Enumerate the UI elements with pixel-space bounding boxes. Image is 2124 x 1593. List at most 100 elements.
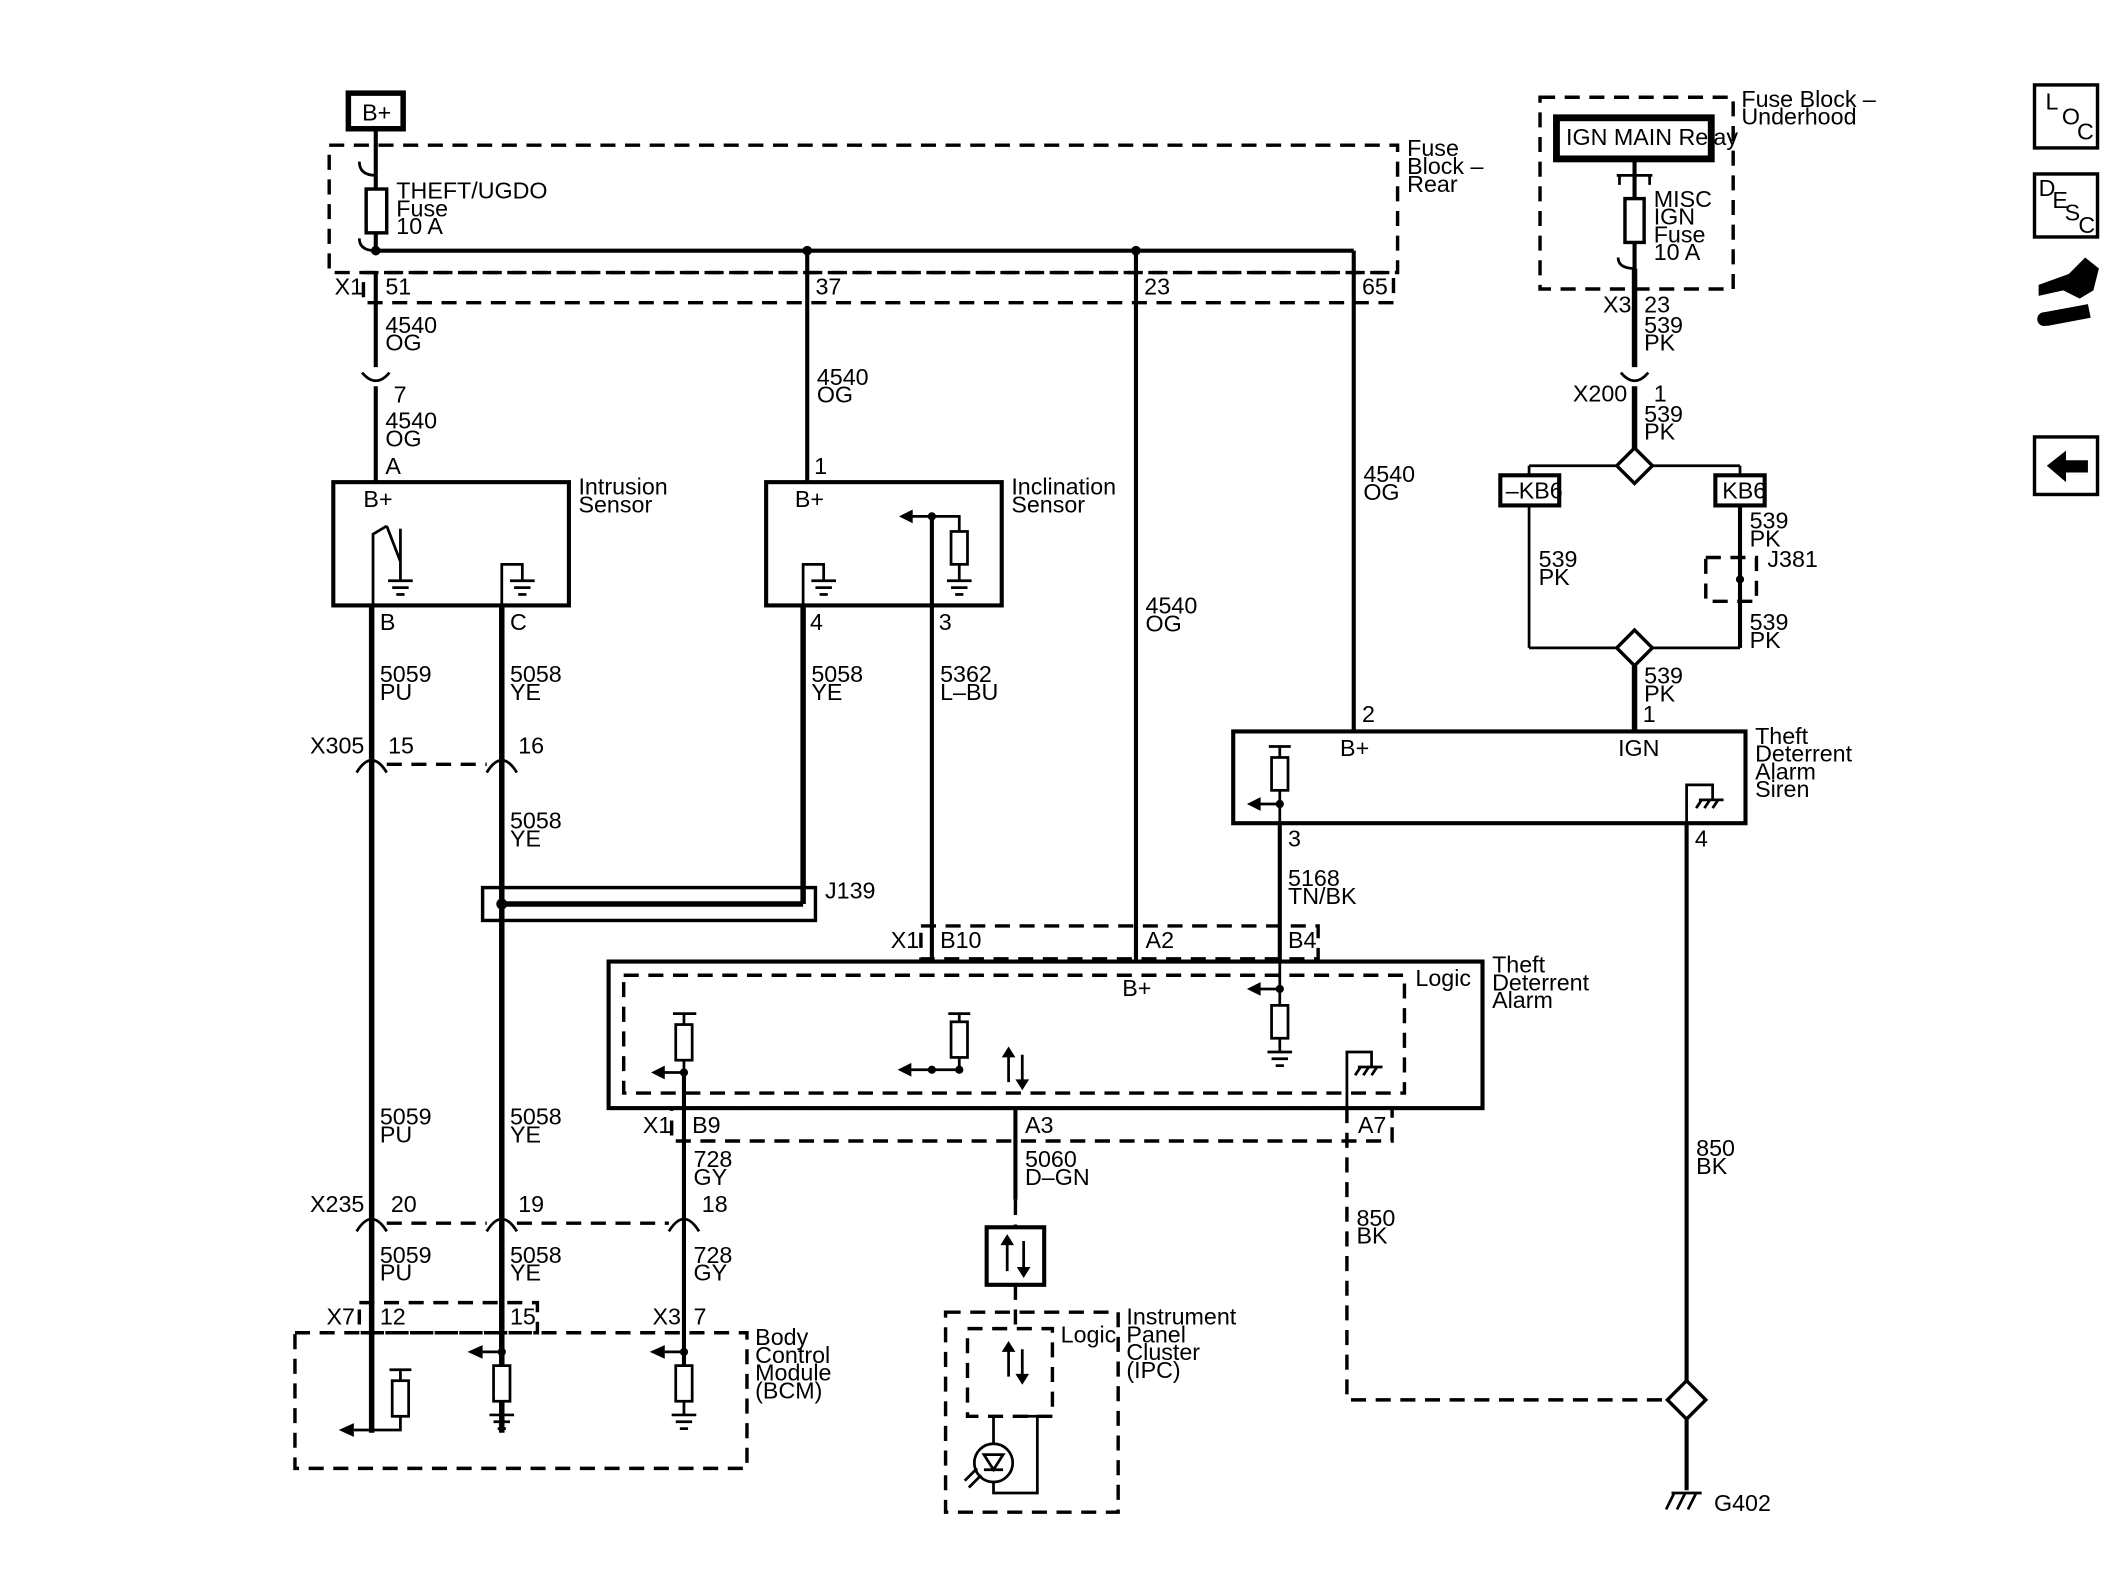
- tools-icon[interactable]: [2037, 257, 2099, 326]
- pin-3-incl: 3: [939, 609, 952, 635]
- pin-51: 51: [385, 273, 411, 299]
- x3-underhood-label: X3: [1603, 291, 1631, 317]
- kb6-label: KB6: [1722, 478, 1766, 504]
- wire-5168-label: 5168: [1288, 865, 1340, 891]
- desc-letter-s: S: [2065, 200, 2081, 226]
- desc-button[interactable]: D E S C: [2032, 172, 2100, 239]
- siren-label-4: Siren: [1755, 776, 1809, 802]
- wire-4540-label: 4540: [385, 312, 437, 338]
- pin-b: B: [380, 609, 396, 635]
- pin-1-incl: 1: [814, 453, 827, 479]
- not-kb6-label: –KB6: [1506, 478, 1563, 504]
- misc-fuse-line-3: Fuse: [1654, 221, 1706, 247]
- underhood-label: Fuse Block –: [1741, 86, 1876, 112]
- fuse-word: Fuse: [396, 195, 448, 221]
- wire-728-label: 728: [694, 1146, 733, 1172]
- wire-og-label-2: OG: [385, 426, 421, 452]
- wire-gy-label-2: GY: [694, 1260, 728, 1286]
- connector-x1-rear: [361, 270, 1396, 305]
- x305-label: X305: [310, 732, 364, 758]
- siren-label-3: Alarm: [1755, 758, 1816, 784]
- siren-label: Theft: [1755, 723, 1809, 749]
- wire-pk-label: PK: [1644, 330, 1676, 356]
- pin-b10: B10: [940, 927, 981, 953]
- wire-4540-label-2: 4540: [385, 408, 437, 434]
- wire-pk-label-2: PK: [1644, 419, 1676, 445]
- wire-4540-label-4: 4540: [1146, 593, 1198, 619]
- wire-539-label-6: 539: [1644, 662, 1683, 688]
- alarm-label-3: Alarm: [1492, 987, 1553, 1013]
- pin-b9: B9: [692, 1112, 720, 1138]
- ipc-label-3: Cluster: [1126, 1339, 1200, 1365]
- alarm-logic-label: Logic: [1415, 965, 1471, 991]
- siren-bplus: B+: [1340, 735, 1369, 761]
- pin-a2: A2: [1146, 927, 1174, 953]
- intrusion-label-2: Sensor: [578, 491, 652, 517]
- x305-pin-15: 15: [388, 732, 414, 758]
- fuse-block-rear-label: Fuse: [1407, 135, 1459, 161]
- wire-pu-label: PU: [380, 679, 412, 705]
- wire-5058-label-5: 5058: [510, 1242, 562, 1268]
- wire-gy-label: GY: [694, 1164, 728, 1190]
- connector-x1-alarm-bottom: [669, 1106, 1394, 1143]
- alarm-label-2: Deterrent: [1492, 969, 1590, 995]
- siren-pin-4: 4: [1695, 825, 1708, 851]
- x200-label: X200: [1573, 380, 1627, 406]
- relay-label: IGN MAIN Relay: [1566, 124, 1738, 150]
- wire-5362-label: 5362: [940, 661, 992, 687]
- desc-letter-c: C: [2078, 212, 2095, 238]
- wire-ye-label-2: YE: [811, 679, 842, 705]
- siren-ign: IGN: [1618, 735, 1659, 761]
- loc-button[interactable]: L O C: [2032, 83, 2100, 150]
- fuse-name: THEFT/UGDO: [396, 178, 547, 204]
- fuse-rating: 10 A: [396, 213, 443, 239]
- wire-ye-label-5: YE: [510, 1260, 541, 1286]
- ign-main-relay: [1553, 114, 1715, 163]
- misc-ign-fuse: [1623, 196, 1646, 245]
- j381-label: J381: [1767, 546, 1817, 572]
- wire-pk-label-6: PK: [1644, 680, 1676, 706]
- wire-pu-label-3: PU: [380, 1260, 412, 1286]
- instrument-panel-cluster: [943, 1310, 1120, 1514]
- x235-pin-20: 20: [391, 1191, 417, 1217]
- pin-4-incl: 4: [810, 609, 823, 635]
- wire-pk-label-4: PK: [1750, 526, 1782, 552]
- loc-letter-o: O: [2062, 104, 2080, 130]
- misc-fuse-line-1: MISC: [1654, 186, 1712, 212]
- siren-pin-2: 2: [1362, 701, 1375, 727]
- wire-pk-label-3: PK: [1539, 564, 1571, 590]
- x235-pin-19: 19: [518, 1191, 544, 1217]
- ipc-logic-label: Logic: [1061, 1321, 1117, 1347]
- ipc-label-2: Panel: [1126, 1321, 1186, 1347]
- fuse-block-rear-label-3: Rear: [1407, 171, 1458, 197]
- wire-5059-label: 5059: [380, 661, 432, 687]
- wire-og-label-3: OG: [817, 382, 853, 408]
- intrusion-bplus: B+: [363, 486, 392, 512]
- wire-tnbk-label: TN/BK: [1288, 883, 1357, 909]
- wire-bk-label: BK: [1696, 1153, 1728, 1179]
- pin-23: 23: [1144, 273, 1170, 299]
- pin-a3: A3: [1025, 1112, 1053, 1138]
- x1-label: X1: [335, 273, 363, 299]
- wire-ye-label-3: YE: [510, 825, 541, 851]
- desc-letter-e: E: [2052, 187, 2068, 213]
- splice-j381: [1704, 555, 1759, 604]
- x7-pin-15: 15: [510, 1304, 536, 1330]
- wire-4540-label-5: 4540: [1363, 461, 1415, 487]
- fuse-block-rear: [327, 143, 1400, 275]
- wire-pu-label-2: PU: [380, 1121, 412, 1147]
- wire-5058-label-2: 5058: [811, 661, 863, 687]
- alarm-label: Theft: [1492, 952, 1546, 978]
- connector-x1-alarm-top: [919, 924, 1320, 961]
- wire-539-label-4: 539: [1750, 508, 1789, 534]
- alarm-logic-block: [621, 973, 1407, 1095]
- back-button[interactable]: [2032, 435, 2100, 497]
- theft-deterrent-alarm: [606, 959, 1485, 1111]
- fuse-block-rear-label-2: Block –: [1407, 153, 1483, 179]
- theft-ugdo-fuse: [364, 187, 389, 235]
- intrusion-label: Intrusion: [578, 473, 667, 499]
- ipc-data-connector: [984, 1225, 1047, 1287]
- inclination-label: Inclination: [1011, 473, 1116, 499]
- battery-label: B+: [362, 100, 391, 126]
